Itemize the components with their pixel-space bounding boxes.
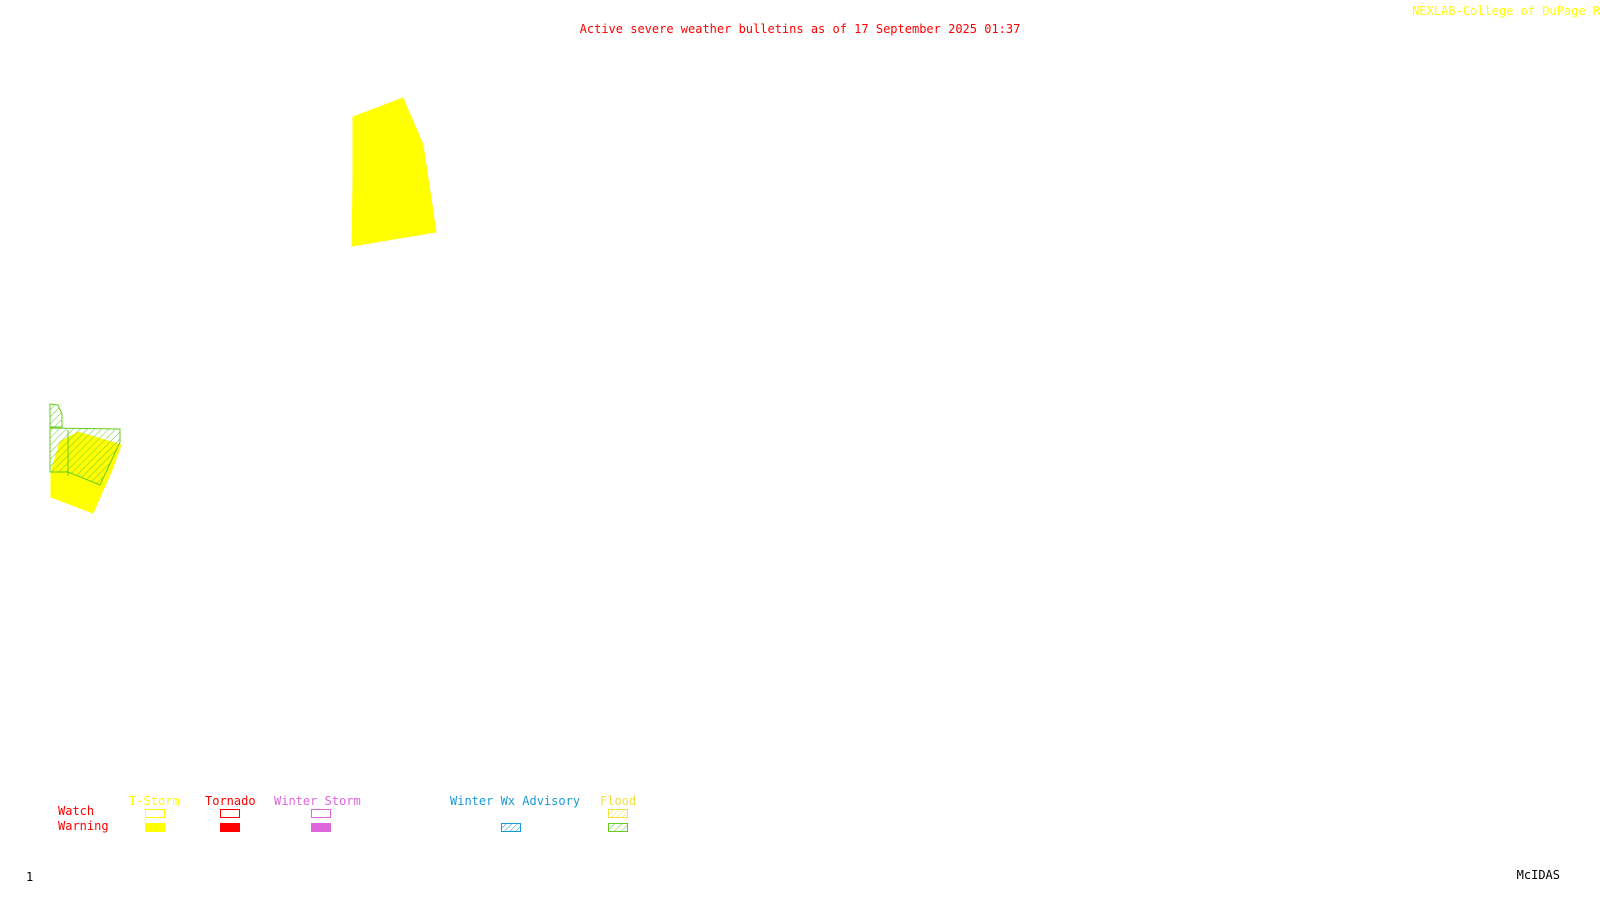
legend-tstorm-label: T-Storm [129, 794, 180, 808]
page-title: Active severe weather bulletins as of 17… [579, 22, 1021, 36]
legend-warning-row-label: Warning [58, 819, 109, 833]
legend-flood-warning-swatch [608, 823, 628, 832]
frame-number: 1 [26, 870, 34, 884]
legend-flood-label: Flood [600, 794, 637, 808]
legend-flood-watch-swatch [608, 809, 628, 818]
legend-winter-storm-warning-swatch [311, 823, 331, 832]
legend-tstorm-warning-swatch [145, 823, 165, 832]
legend-watch-row-label: Watch [58, 804, 95, 818]
brand-label: McIDAS [1516, 868, 1560, 882]
legend-tornado-watch-swatch [220, 809, 240, 818]
flood-warning-polygon-small [49, 403, 63, 428]
legend-winter-wx-advisory-swatch [501, 823, 521, 832]
legend-winter-storm-watch-swatch [311, 809, 331, 818]
legend-tornado-warning-swatch [220, 823, 240, 832]
credit-label: NEXLAB-College of DuPage R [1412, 4, 1600, 18]
legend-winter-wx-advisory-label: Winter Wx Advisory [450, 794, 581, 808]
legend-tornado-label: Tornado [205, 794, 256, 808]
tstorm-warning-polygon-north [351, 97, 437, 247]
legend-winter-storm-label: Winter Storm [274, 794, 361, 808]
legend-tstorm-watch-swatch [145, 809, 165, 818]
